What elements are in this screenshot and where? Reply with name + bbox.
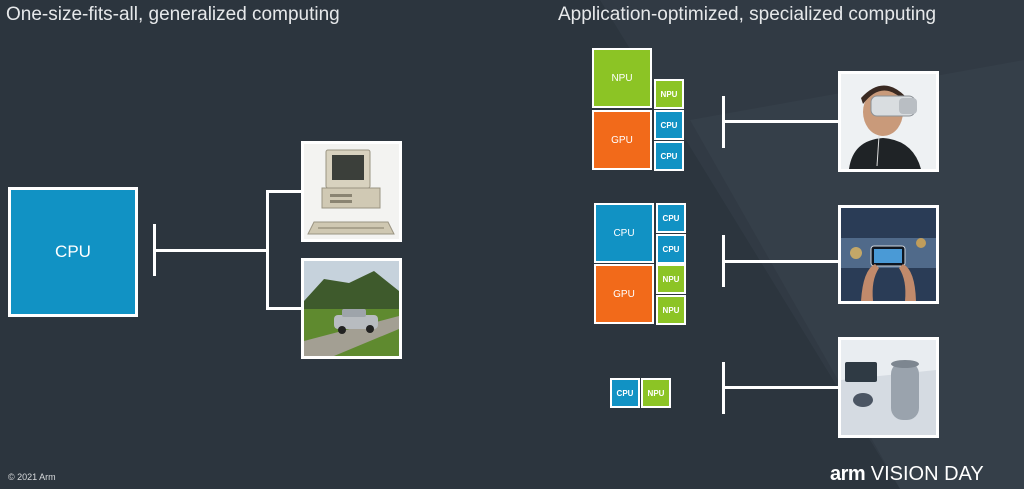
connector-cap xyxy=(722,96,725,148)
copyright-text: © 2021 Arm xyxy=(8,472,56,482)
npu-block-small: NPU xyxy=(654,79,684,109)
brand-logo-arm: arm xyxy=(830,463,866,485)
connector-branch-top xyxy=(266,190,302,193)
connector-cap xyxy=(153,224,156,276)
cpu-block-small: CPU xyxy=(656,203,686,233)
retro-computer-icon xyxy=(307,149,395,235)
vr-headset-image xyxy=(838,71,939,172)
vr-headset-user-icon xyxy=(841,74,936,169)
cpu-block-small: CPU xyxy=(656,234,686,264)
npu-block-large: NPU xyxy=(592,48,652,108)
cpu-block-small: CPU xyxy=(610,378,640,408)
smart-speaker-image xyxy=(838,337,939,438)
gpu-block: GPU xyxy=(592,110,652,170)
left-title: One-size-fits-all, generalized computing xyxy=(6,4,340,25)
connector-horizontal xyxy=(725,386,839,389)
phone-image xyxy=(838,205,939,304)
brand-logo: arm VISION DAY xyxy=(830,463,984,486)
connector-cap xyxy=(722,362,725,414)
npu-block-small: NPU xyxy=(656,264,686,294)
npu-block-small: NPU xyxy=(656,295,686,325)
brand-logo-event: VISION DAY xyxy=(870,463,984,485)
cpu-block-large: CPU xyxy=(8,187,138,317)
cpu-block-small: CPU xyxy=(654,141,684,171)
car-image xyxy=(301,258,402,359)
connector-horizontal xyxy=(725,260,839,263)
gpu-block: GPU xyxy=(594,264,654,324)
car-on-road-icon xyxy=(304,261,399,356)
connector-vertical xyxy=(266,190,269,310)
retro-computer-image xyxy=(301,141,402,242)
cpu-block-medium: CPU xyxy=(594,203,654,263)
right-title: Application-optimized, specialized compu… xyxy=(558,4,937,25)
phone-in-hands-icon xyxy=(841,208,936,301)
cpu-block-small: CPU xyxy=(654,110,684,140)
connector-horizontal xyxy=(725,120,839,123)
cpu-block-label: CPU xyxy=(55,242,91,261)
connector-horizontal xyxy=(156,249,269,252)
npu-block-small: NPU xyxy=(641,378,671,408)
connector-cap xyxy=(722,235,725,287)
connector-branch-bottom xyxy=(266,307,302,310)
smart-speaker-icon xyxy=(841,340,936,435)
